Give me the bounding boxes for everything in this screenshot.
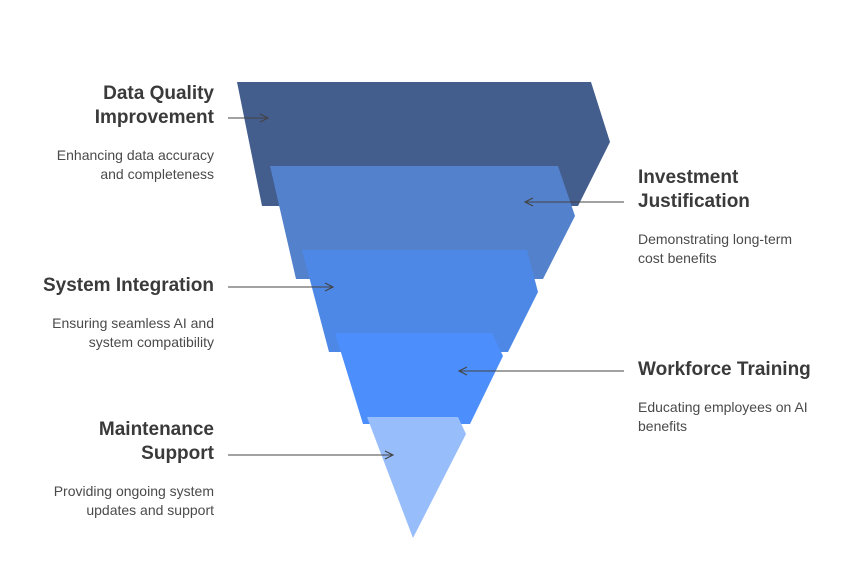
stage-title: Maintenance Support <box>98 419 214 464</box>
stage-title: System Integration <box>42 275 214 296</box>
funnel-band-maintenance-support <box>367 417 466 538</box>
funnel-band-system-integration <box>302 250 538 352</box>
stage-label-maintenance-support: Maintenance Support Providing ongoing sy… <box>0 418 214 520</box>
stage-description: Ensuring seamless AI and system compatib… <box>52 315 214 350</box>
funnel-band-workforce-training <box>335 333 503 424</box>
stage-title: Workforce Training <box>638 359 811 380</box>
stage-title: Data Quality Improvement <box>94 83 214 128</box>
stage-description: Demonstrating long-term cost benefits <box>638 231 793 266</box>
stage-description: Providing ongoing system updates and sup… <box>53 483 214 518</box>
stage-label-system-integration: System Integration Ensuring seamless AI … <box>0 274 214 352</box>
stage-title: Investment Justification <box>638 167 750 212</box>
stage-description: Educating employees on AI benefits <box>638 399 808 434</box>
stage-label-investment-justification: Investment Justification Demonstrating l… <box>638 166 843 268</box>
stage-label-workforce-training: Workforce Training Educating employees o… <box>638 358 843 436</box>
stage-label-data-quality: Data Quality Improvement Enhancing data … <box>0 82 214 184</box>
stage-description: Enhancing data accuracy and completeness <box>56 147 214 182</box>
